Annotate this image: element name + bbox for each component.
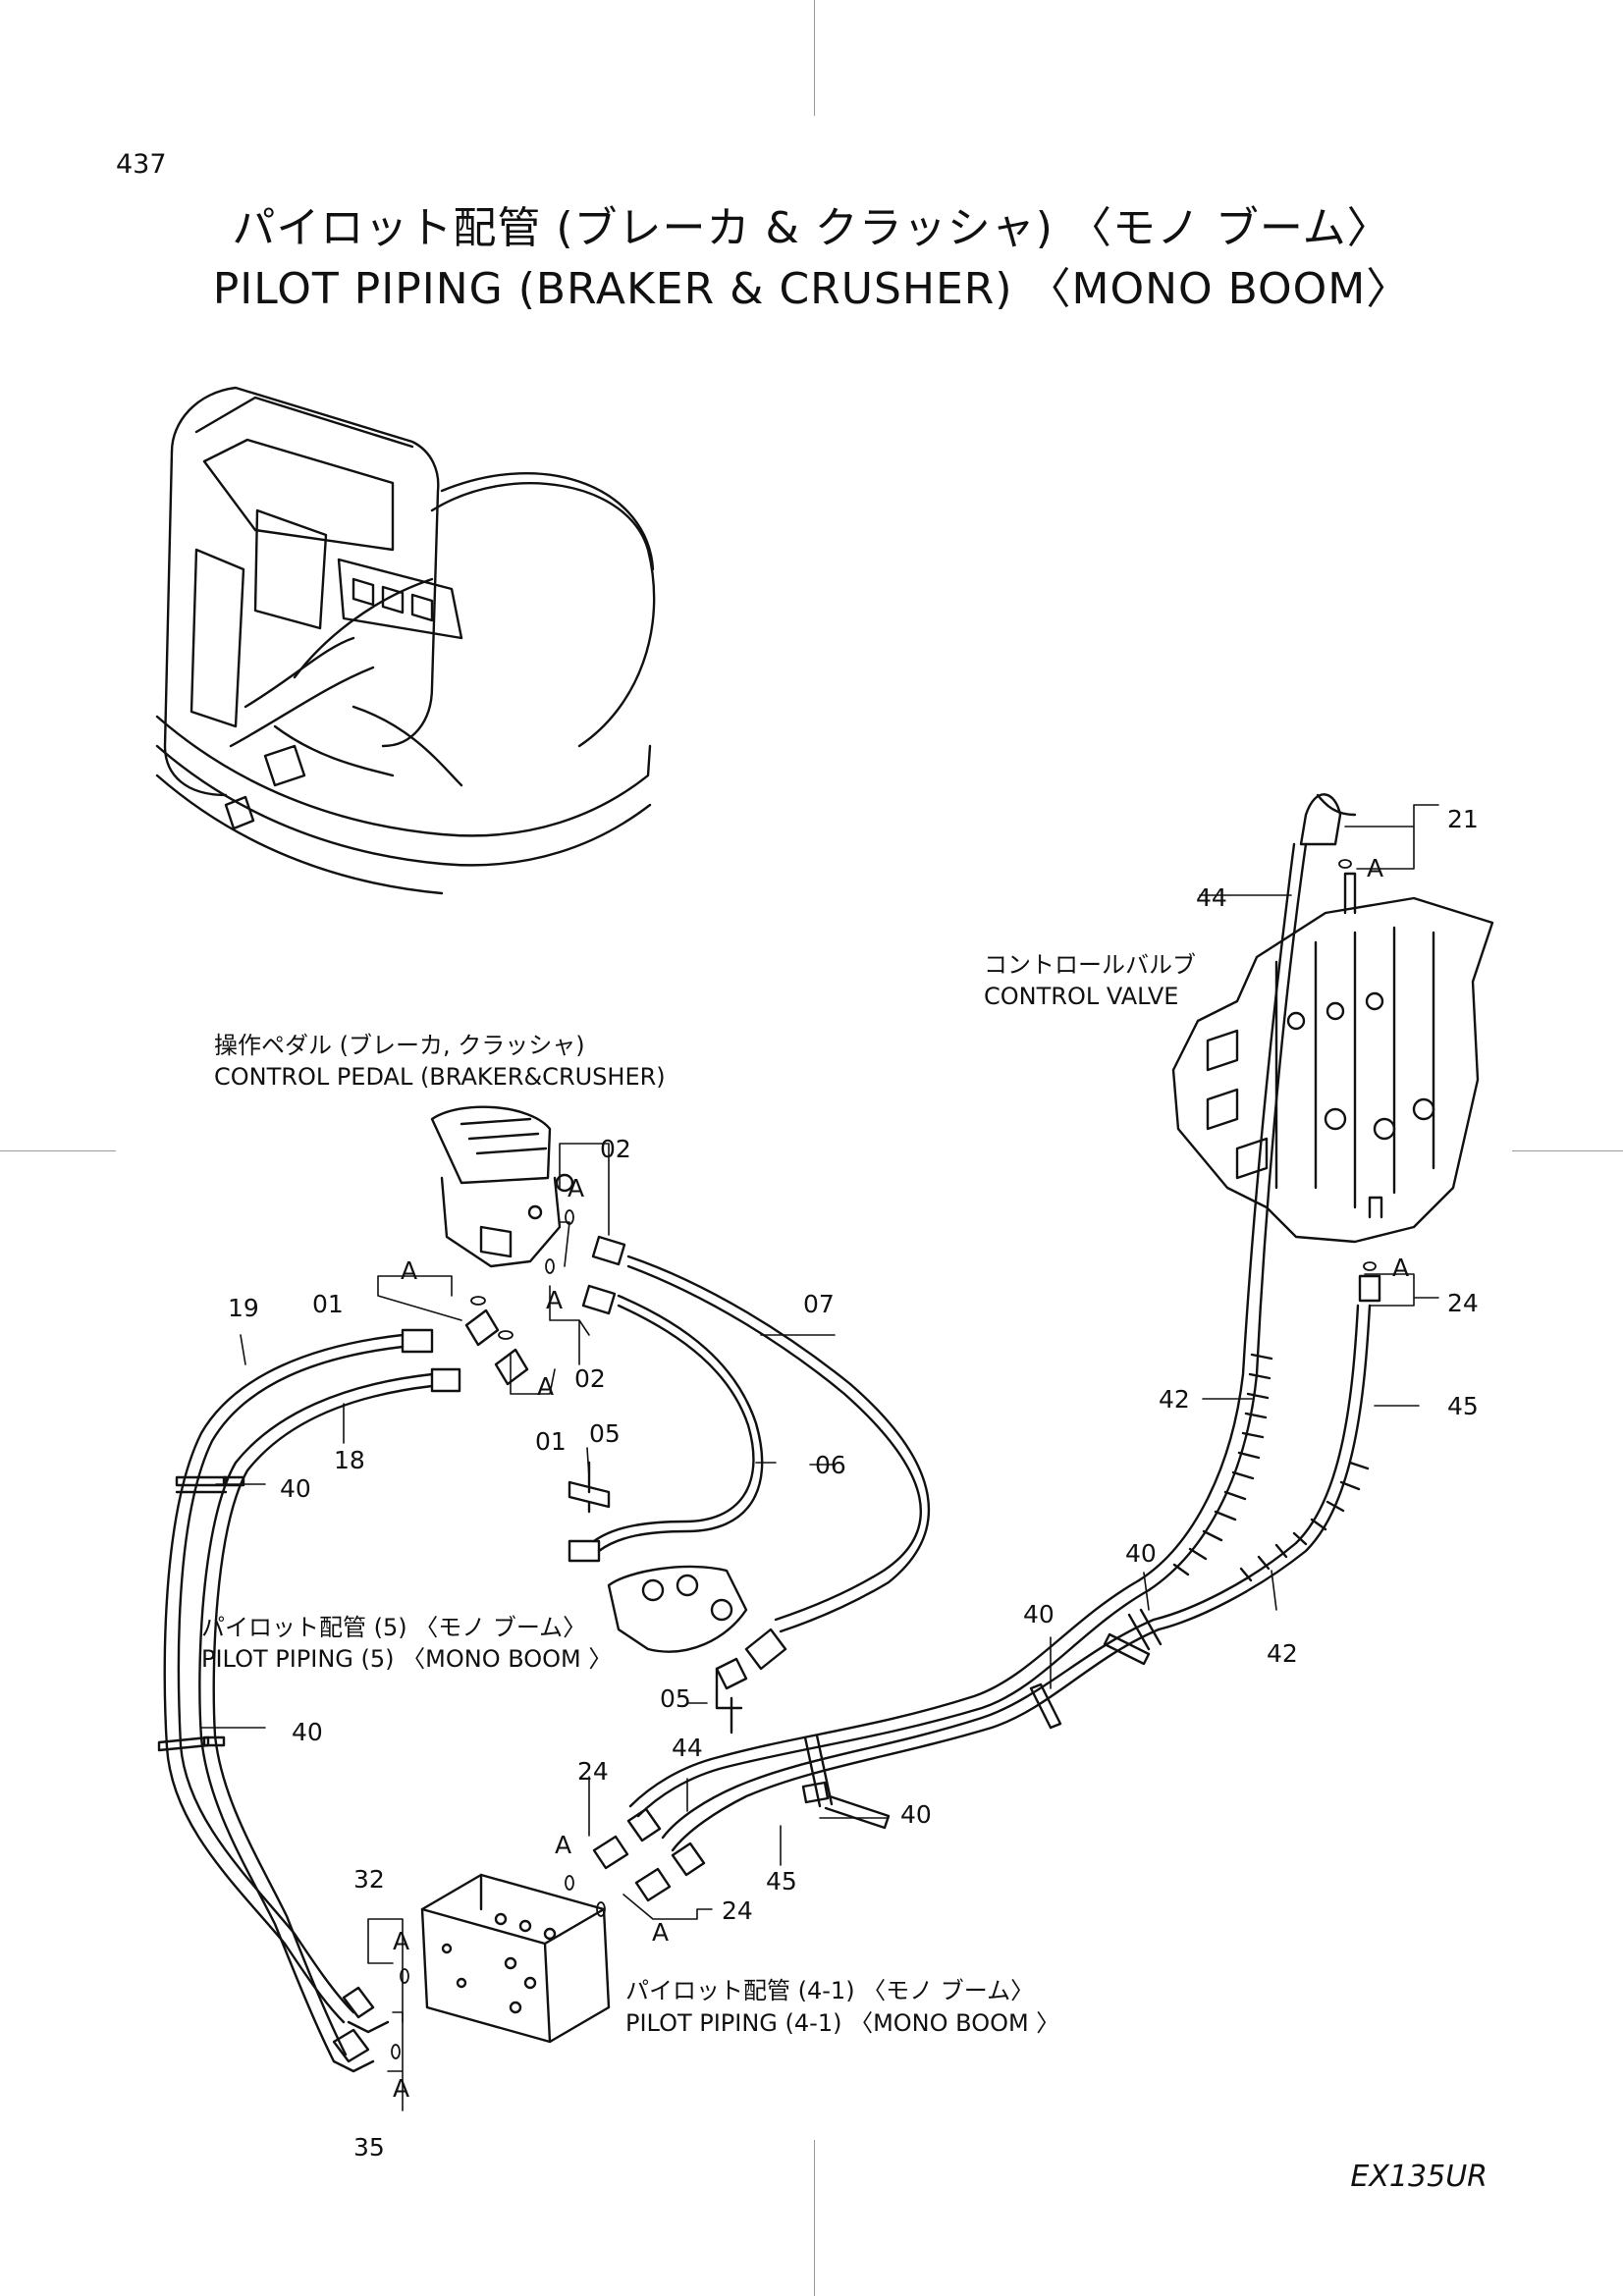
section-mark-a: A	[652, 1918, 670, 1947]
section-mark-a: A	[568, 1174, 585, 1202]
hose-06	[597, 1294, 764, 1553]
part-number-40: 40	[1125, 1539, 1157, 1568]
page-title-jp: パイロット配管 (ブレーカ & クラッシャ) 〈モノ ブーム〉	[232, 203, 1391, 253]
part-number-35: 35	[353, 2133, 385, 2162]
crop-mark-top	[814, 0, 815, 116]
part-number-44: 44	[672, 1734, 703, 1762]
section-mark-a: A	[393, 2074, 410, 2103]
control-pedal-label-jp: 操作ペダル (ブレーカ, クラッシャ)	[214, 1032, 585, 1059]
hose-44-lower	[636, 1588, 1151, 1818]
section-mark-a: A	[546, 1286, 564, 1314]
part-number-45: 45	[1447, 1392, 1479, 1420]
part-number-32: 32	[353, 1865, 385, 1894]
part-number-01: 01	[312, 1290, 344, 1318]
control-valve-label-en: CONTROL VALVE	[984, 983, 1179, 1010]
part-number-19: 19	[228, 1294, 259, 1322]
part-number-40: 40	[280, 1474, 311, 1503]
part-number-40: 40	[900, 1800, 932, 1829]
hose-19	[163, 1333, 405, 2024]
part-number-40: 40	[1023, 1600, 1055, 1629]
crop-mark-bottom	[814, 2140, 815, 2296]
part-number-24: 24	[722, 1896, 753, 1925]
spiral-protector-42	[1172, 1353, 1370, 1582]
section-mark-a: A	[401, 1256, 418, 1285]
part-number-40: 40	[292, 1718, 323, 1746]
part-number-45: 45	[766, 1867, 797, 1896]
hose-07	[626, 1264, 922, 1622]
part-number-21: 21	[1447, 805, 1479, 833]
part-number-02: 02	[600, 1135, 631, 1163]
part-number-42: 42	[1159, 1385, 1190, 1414]
part-number-02: 02	[574, 1364, 606, 1393]
part-number-18: 18	[334, 1446, 365, 1474]
part-number-07: 07	[803, 1290, 835, 1318]
crop-mark-right	[1512, 1150, 1623, 1151]
control-valve-label-jp: コントロールバルブ	[984, 951, 1196, 979]
hose-45-upper	[1157, 1304, 1372, 1631]
part-number-05: 05	[589, 1419, 621, 1448]
hose-44-upper	[1147, 842, 1308, 1592]
junction-block	[420, 1873, 611, 2044]
pilot-piping-5-label-jp: パイロット配管 (5) 〈モノ ブーム〉	[201, 1614, 587, 1641]
part-number-05: 05	[660, 1684, 691, 1713]
excavator-upper-structure	[155, 386, 656, 895]
pilot-piping-4-1-label-en: PILOT PIPING (4-1) 〈MONO BOOM 〉	[625, 2009, 1060, 2037]
part-number-44: 44	[1196, 883, 1227, 912]
part-number-06: 06	[815, 1451, 846, 1479]
pilot-piping-4-1-label-jp: パイロット配管 (4-1) 〈モノ ブーム〉	[625, 1977, 1035, 2004]
section-mark-a: A	[393, 1927, 410, 1955]
section-mark-a: A	[537, 1372, 555, 1401]
hose-18	[198, 1372, 434, 2063]
part-number-01: 01	[535, 1427, 567, 1456]
part-number-24: 24	[1447, 1289, 1479, 1317]
hose-45-lower	[671, 1628, 1161, 1852]
part-number-42: 42	[1267, 1639, 1298, 1668]
page-number: 437	[116, 149, 167, 180]
control-valve-drawing	[1171, 872, 1494, 1244]
control-pedal-label-en: CONTROL PEDAL (BRAKER&CRUSHER)	[214, 1063, 666, 1091]
page-title-en: PILOT PIPING (BRAKER & CRUSHER) 〈MONO BO…	[212, 264, 1411, 314]
model-number: EX135UR	[1350, 2160, 1488, 2194]
section-mark-a: A	[555, 1831, 572, 1859]
crop-mark-left	[0, 1150, 116, 1151]
section-mark-a: A	[1392, 1254, 1410, 1282]
control-pedal-drawing	[430, 1105, 574, 1268]
section-mark-a: A	[1367, 854, 1384, 882]
part-number-24: 24	[577, 1757, 609, 1786]
pilot-piping-5-label-en: PILOT PIPING (5) 〈MONO BOOM 〉	[201, 1645, 613, 1673]
